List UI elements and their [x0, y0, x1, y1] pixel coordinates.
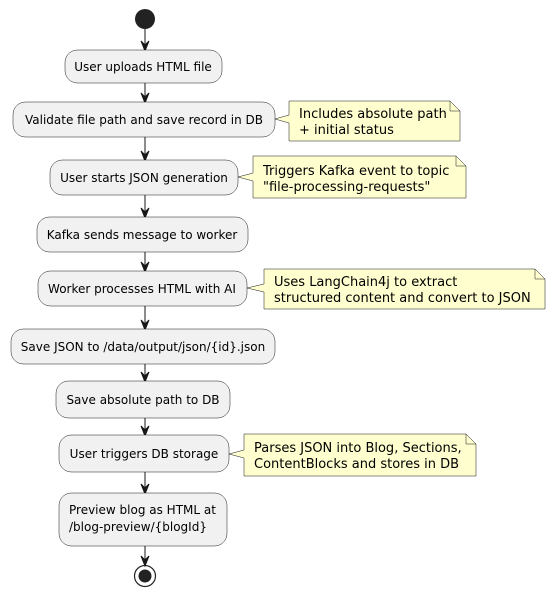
note-3: Uses LangChain4j to extract structured c…: [246, 268, 546, 310]
note-fold: [534, 268, 546, 280]
action-label: Kafka sends message to worker: [47, 228, 238, 242]
action-box: [49, 159, 239, 196]
action-box: [58, 434, 230, 473]
action-step-8: User triggers DB storage: [58, 434, 230, 473]
flow-connectors: [140, 29, 150, 568]
note-2: Triggers Kafka event to topic "file-proc…: [237, 155, 467, 199]
action-label: User triggers DB storage: [70, 447, 219, 461]
arrow-to-step-3: [140, 150, 150, 163]
action-step-4: Kafka sends message to worker: [36, 216, 249, 253]
note-fold: [455, 155, 467, 167]
arrow-to-step-7: [140, 371, 150, 384]
action-step-1: User uploads HTML file: [64, 49, 223, 84]
action-label: User starts JSON generation: [60, 171, 228, 185]
end-node-ring: [133, 564, 157, 588]
action-step-9: Preview blog as HTML at /blog-preview/{b…: [58, 492, 228, 547]
arrow-to-end: [140, 555, 150, 568]
start-node: [135, 9, 155, 29]
arrow-to-step-9: [140, 483, 150, 496]
note-fold: [465, 433, 477, 445]
action-label-line-2: /blog-preview/{blogId}: [69, 520, 207, 534]
note-fold: [449, 100, 461, 112]
action-box: [64, 49, 223, 84]
action-label: Worker processes HTML with AI: [48, 282, 236, 296]
arrow-to-step-8: [140, 425, 150, 438]
note-text-line-1: Uses LangChain4j to extract: [274, 275, 457, 290]
end-node: [133, 564, 157, 588]
action-label: Save absolute path to DB: [66, 393, 219, 407]
arrow-to-step-5: [140, 261, 150, 274]
action-label: User uploads HTML file: [74, 60, 212, 74]
note-1: Includes absolute path + initial status: [274, 100, 461, 142]
action-box: [55, 380, 231, 419]
note-text-line-2: + initial status: [299, 123, 394, 138]
action-box: [37, 270, 248, 307]
action-step-2: Validate file path and save record in DB: [12, 101, 276, 138]
action-step-6: Save JSON to /data/output/json/{id}.json: [10, 328, 276, 365]
action-label: Save JSON to /data/output/json/{id}.json: [21, 340, 265, 354]
action-label: Validate file path and save record in DB: [25, 113, 263, 127]
note-text-line-2: "file-processing-requests": [263, 180, 430, 195]
action-box: [12, 101, 276, 138]
arrow-to-step-1: [140, 40, 150, 53]
action-step-3: User starts JSON generation: [49, 159, 239, 196]
note-text-line-2: structured content and convert to JSON: [274, 291, 531, 306]
note-text-line-1: Triggers Kafka event to topic: [262, 164, 449, 179]
arrow-to-step-6: [140, 319, 150, 332]
action-box: [36, 216, 249, 253]
note-4: Parses JSON into Blog, Sections, Content…: [228, 433, 477, 477]
action-box: [58, 492, 228, 547]
note-text-line-1: Includes absolute path: [299, 107, 447, 122]
action-label-line-1: Preview blog as HTML at: [69, 503, 216, 517]
arrow-to-step-4: [140, 207, 150, 220]
action-step-5: Worker processes HTML with AI: [37, 270, 248, 307]
note-text-line-1: Parses JSON into Blog, Sections,: [254, 441, 462, 456]
note-text-line-2: ContentBlocks and stores in DB: [254, 457, 459, 472]
action-box: [10, 328, 276, 365]
action-step-7: Save absolute path to DB: [55, 380, 231, 419]
arrow-to-step-2: [140, 92, 150, 105]
end-node-core: [138, 569, 152, 583]
